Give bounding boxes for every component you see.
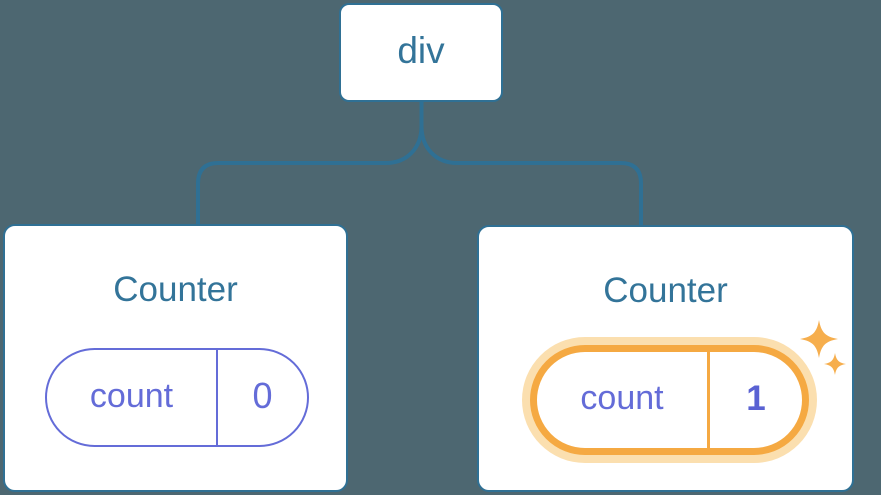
state-value: 0 xyxy=(252,375,273,416)
sparkles-icon xyxy=(800,320,846,375)
tree-node-div-label: div xyxy=(397,29,445,71)
counter-card-right: Counter count 1 xyxy=(477,225,854,492)
tree-node-div: div xyxy=(339,3,503,102)
state-pill: count 0 xyxy=(45,348,309,447)
card-title: Counter xyxy=(113,270,238,309)
card-title: Counter xyxy=(603,271,728,310)
state-label: count xyxy=(89,376,174,415)
counter-card-left: Counter count 0 xyxy=(3,224,348,492)
state-label: count xyxy=(580,379,664,417)
state-pill-highlighted: count 1 xyxy=(530,345,809,455)
state-value: 1 xyxy=(746,378,766,418)
